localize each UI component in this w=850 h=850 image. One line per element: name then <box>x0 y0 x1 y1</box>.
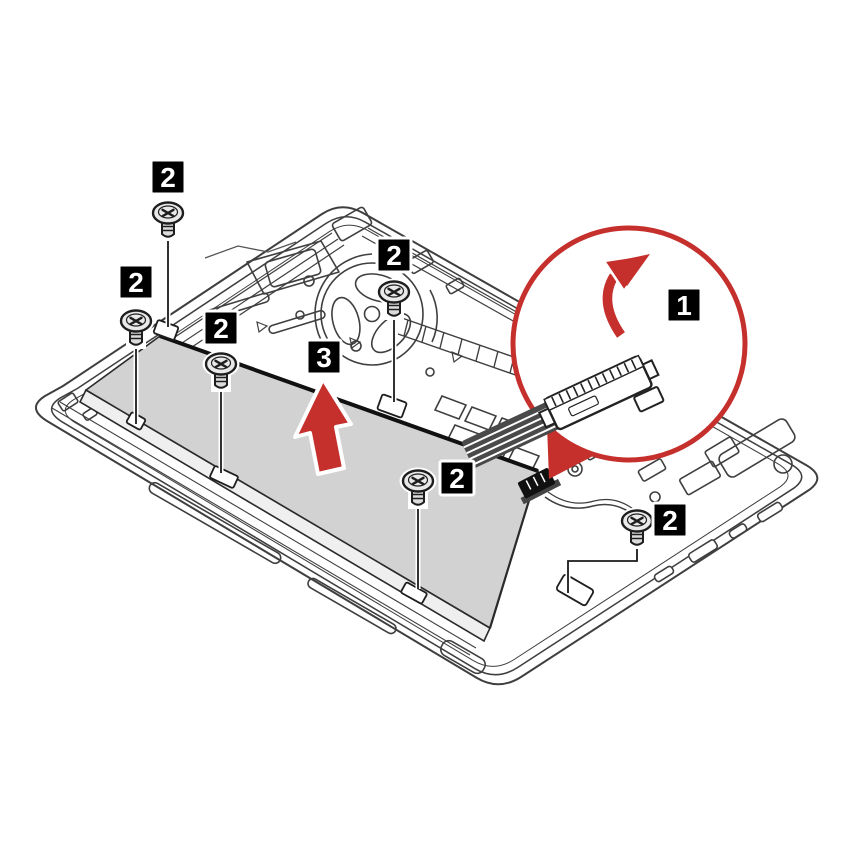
callout-2-label: 2 <box>213 313 229 344</box>
right-hinge <box>704 418 796 478</box>
antenna-cable <box>204 241 297 259</box>
mold-triangles <box>256 321 464 364</box>
callout-2-label: 2 <box>160 162 176 193</box>
keyboard-plate <box>246 240 340 295</box>
battery-cable-connector <box>462 354 665 468</box>
detail-callout <box>462 225 748 479</box>
callout-2-badge: 2 <box>375 236 413 274</box>
callout-1-badge: 1 <box>665 286 703 324</box>
side-port-cutouts <box>653 501 784 583</box>
leader-lines <box>133 239 640 593</box>
leader-screw-6 <box>567 547 638 593</box>
screw-icon <box>116 306 156 351</box>
callout-2-badge: 2 <box>117 263 155 301</box>
callout-2-label: 2 <box>662 505 678 536</box>
callout-badges: 2 2 2 2 2 2 3 1 <box>117 158 703 539</box>
callout-3-badge: 3 <box>305 338 343 376</box>
screw-icon <box>617 506 657 551</box>
callout-3-label: 3 <box>316 342 332 373</box>
unplug-arrow <box>599 252 652 340</box>
lift-arrow <box>293 377 353 476</box>
callout-2-badge: 2 <box>202 309 240 347</box>
screw-icon <box>374 277 414 322</box>
cooling-fan <box>314 253 438 366</box>
callout-2-label: 2 <box>449 463 465 494</box>
screw-icon <box>148 198 188 243</box>
callout-2-badge: 2 <box>651 501 689 539</box>
callout-2-badge: 2 <box>438 459 476 497</box>
callout-2-badge: 2 <box>149 158 187 196</box>
callout-2-label: 2 <box>386 240 402 271</box>
fan-hub <box>363 305 381 323</box>
speaker-strips <box>148 481 487 675</box>
board-connector <box>518 468 562 505</box>
callout-1-label: 1 <box>676 290 692 321</box>
chassis-lip-lines <box>51 401 477 656</box>
callout-2-label: 2 <box>128 267 144 298</box>
laptop-chassis <box>34 206 819 686</box>
